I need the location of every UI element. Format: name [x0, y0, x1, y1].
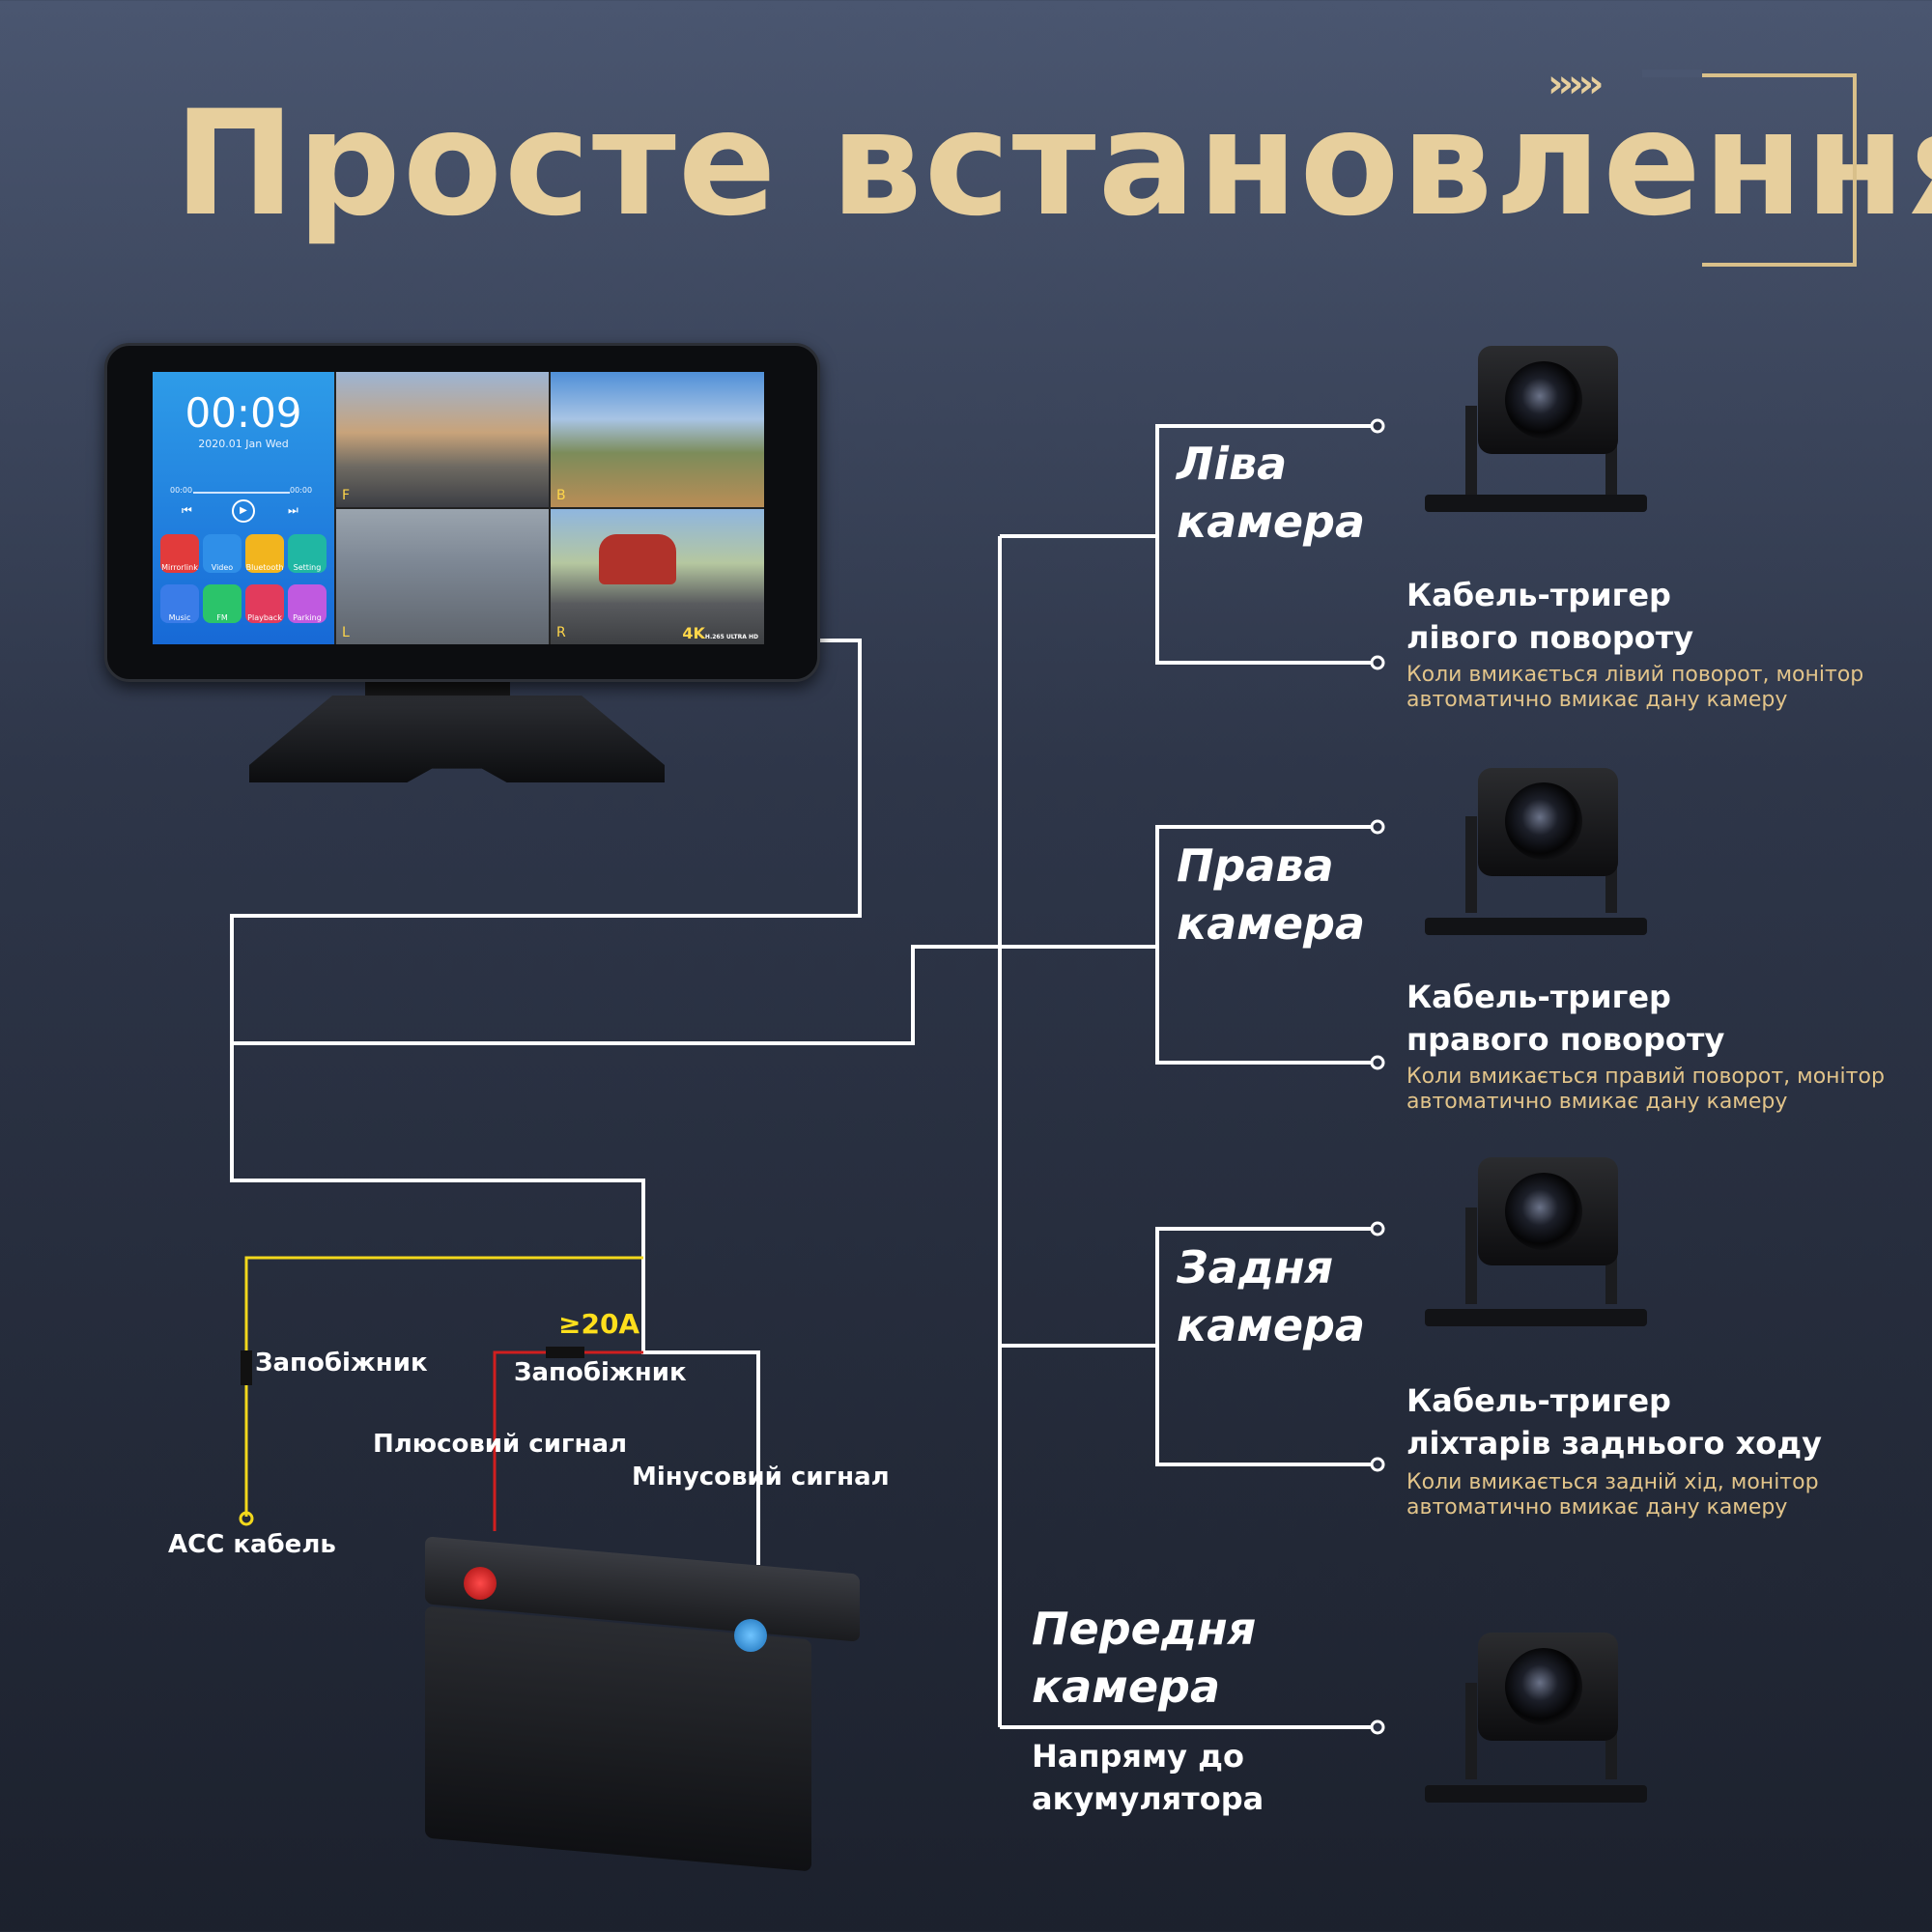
acc-fuse-label: Запобіжник	[255, 1349, 428, 1378]
right-trigger-note: Коли вмикається правий поворот, монітор …	[1406, 1065, 1885, 1115]
camera-feed-front: F	[336, 372, 549, 507]
minus-wire	[641, 1256, 760, 1565]
right-note-1: Коли вмикається правий поворот, монітор	[1406, 1065, 1885, 1089]
plus-wire	[493, 1350, 643, 1531]
right-trigger-1: Кабель-тригер	[1406, 979, 1671, 1015]
left-trigger-2: лівого повороту	[1406, 619, 1694, 656]
rear-camera-name-2: камера	[1177, 1299, 1366, 1351]
front-camera-lens-icon	[1505, 1648, 1582, 1725]
camera-feed-left: L	[336, 509, 549, 644]
camera-bus-feed	[232, 945, 1000, 1045]
app-bluetooth: Bluetooth	[245, 534, 284, 573]
left-note-1: Коли вмикається лівий поворот, монітор	[1406, 663, 1864, 687]
left-camera-base	[1425, 495, 1647, 512]
right-camera-lens-icon	[1505, 782, 1582, 860]
left-trigger-1: Кабель-тригер	[1406, 577, 1671, 613]
right-camera-base	[1425, 918, 1647, 935]
main-fuse	[546, 1347, 584, 1358]
feed-label-front: F	[342, 488, 351, 503]
badge-4k-text: 4K	[682, 624, 705, 642]
next-icon: ⏭	[288, 503, 298, 517]
clock: 00:09	[185, 389, 302, 437]
rear-camera-arm	[1465, 1208, 1477, 1304]
rear-note-2: автоматично вмикає дану камеру	[1406, 1495, 1788, 1520]
front-trigger-label: Напряму до акумулятора	[1032, 1735, 1264, 1820]
progress-track	[193, 492, 290, 494]
time-end: 00:00	[290, 486, 313, 495]
monitor-ui-panel: 00:09 2020.01 Jan Wed 00:00 00:00 ⏮ ▶ ⏭ …	[153, 372, 334, 644]
battery-plus-terminal-icon	[464, 1567, 497, 1600]
rear-trigger-label: Кабель-тригер ліхтарів заднього ходу	[1406, 1379, 1822, 1464]
app-playback: Playback	[245, 584, 284, 623]
app-video: Video	[203, 534, 242, 573]
plus-signal-label: Плюсовий сигнал	[373, 1430, 628, 1459]
minus-signal-label: Мінусовий сигнал	[632, 1463, 890, 1492]
front-trigger-2: акумулятора	[1032, 1780, 1264, 1817]
page-title: Просте встановлення	[174, 80, 1932, 248]
rear-note-1: Коли вмикається задній хід, монітор	[1406, 1470, 1819, 1494]
app-setting: Setting	[288, 534, 327, 573]
left-camera-lens-icon	[1505, 361, 1582, 439]
monitor-cable	[230, 639, 862, 1256]
right-camera-arm	[1465, 816, 1477, 913]
rear-trigger-note: Коли вмикається задній хід, монітор авто…	[1406, 1470, 1819, 1520]
main-fuse-label: Запобіжник	[514, 1358, 687, 1387]
rear-camera-name-1: Задня	[1177, 1241, 1334, 1293]
battery-minus-terminal-icon	[734, 1619, 767, 1652]
rear-camera-wire	[1155, 1227, 1378, 1466]
front-camera-arm	[1465, 1683, 1477, 1779]
left-note-2: автоматично вмикає дану камеру	[1406, 688, 1788, 712]
right-trigger-2: правого повороту	[1406, 1021, 1725, 1058]
right-camera-wire	[1155, 825, 1378, 1065]
feed-label-left: L	[342, 625, 350, 640]
app-music: Music	[160, 584, 199, 623]
left-trigger-label: Кабель-тригер лівого повороту	[1406, 574, 1693, 659]
left-camera-name-2: камера	[1177, 496, 1366, 548]
camera-feed-right: R 4KH.265 ULTRA HD	[551, 509, 764, 644]
right-trigger-label: Кабель-тригер правого повороту	[1406, 976, 1724, 1061]
monitor-screen: 00:09 2020.01 Jan Wed 00:00 00:00 ⏮ ▶ ⏭ …	[153, 372, 764, 644]
rear-trigger-1: Кабель-тригер	[1406, 1382, 1671, 1419]
front-camera-base	[1425, 1785, 1647, 1803]
rear-camera-base	[1425, 1309, 1647, 1326]
rear-camera-title: Задня камера	[1177, 1238, 1365, 1354]
red-car	[599, 534, 676, 584]
date: 2020.01 Jan Wed	[198, 438, 289, 450]
badge-4k: 4KH.265 ULTRA HD	[682, 624, 758, 642]
rear-trigger-2: ліхтарів заднього ходу	[1406, 1425, 1822, 1462]
time-start: 00:00	[170, 486, 193, 495]
left-camera-name-1: Ліва	[1177, 438, 1288, 490]
chevron-arrows-icon: ›››››	[1548, 62, 1604, 106]
left-camera-wire	[1155, 424, 1378, 665]
bracket-gap	[1642, 70, 1702, 77]
play-icon: ▶	[232, 499, 255, 523]
front-camera-name-1: Передня	[1032, 1603, 1257, 1655]
monitor-stand-base	[249, 696, 665, 782]
left-trigger-note: Коли вмикається лівий поворот, монітор а…	[1406, 663, 1863, 713]
camera-feed-back: B	[551, 372, 764, 507]
front-camera-name-2: камера	[1032, 1661, 1221, 1713]
app-mirrorlink: Mirrorlink	[160, 534, 199, 573]
app-fm: FM	[203, 584, 242, 623]
left-camera-title: Ліва камера	[1177, 435, 1365, 551]
right-note-2: автоматично вмикає дану камеру	[1406, 1090, 1788, 1114]
acc-wire	[244, 1256, 643, 1517]
title-bracket-decoration	[1702, 73, 1857, 267]
app-parking: Parking	[288, 584, 327, 623]
acc-cable-label: ACC кабель	[168, 1530, 336, 1559]
front-trigger-1: Напряму до	[1032, 1738, 1244, 1775]
badge-4k-sub: H.265 ULTRA HD	[704, 634, 758, 640]
rear-camera-lens-icon	[1505, 1173, 1582, 1250]
acc-fuse	[241, 1350, 252, 1385]
right-camera-name-1: Права	[1177, 839, 1334, 892]
left-camera-arm	[1465, 406, 1477, 502]
feed-label-back: B	[556, 488, 566, 503]
right-camera-title: Права камера	[1177, 837, 1365, 952]
right-camera-name-2: камера	[1177, 897, 1366, 950]
amperage-label: ≥20A	[558, 1308, 640, 1340]
prev-icon: ⏮	[182, 503, 192, 517]
feed-label-right: R	[556, 625, 566, 640]
front-camera-title: Передня камера	[1032, 1600, 1256, 1716]
